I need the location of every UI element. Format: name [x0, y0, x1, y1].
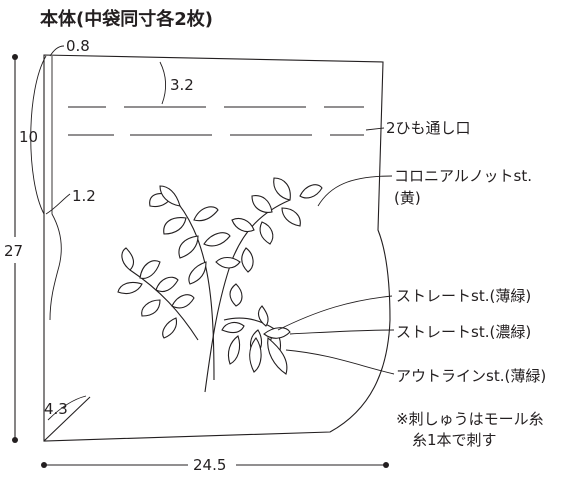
leader-outline [285, 349, 395, 375]
left-stem [171, 195, 215, 381]
dim-10: 10 [19, 128, 38, 146]
note-line-1: ※刺しゅうはモール糸 [396, 410, 544, 428]
label-colonial-knot: コロニアルノットst. [394, 167, 532, 185]
dim-27: 27 [4, 242, 23, 260]
note-line-2: 糸1本で刺す [412, 431, 497, 449]
leaf [193, 206, 219, 222]
leaf [231, 217, 255, 233]
dim-0-8: 0.8 [66, 37, 90, 55]
leaf [257, 305, 269, 327]
leaf [215, 256, 241, 269]
leaf [241, 247, 254, 273]
leaf [229, 283, 243, 307]
dim-dot-27-top [12, 54, 18, 60]
leader-straight-dark [289, 329, 395, 335]
lower-left-stem [129, 269, 199, 341]
leaf [251, 195, 273, 213]
leaf [203, 232, 231, 247]
embroidery-plant [117, 177, 323, 393]
leaf [273, 177, 291, 201]
leaf [163, 217, 187, 235]
leaf [178, 235, 199, 259]
corner-gusset-line [43, 396, 91, 442]
leaf [141, 299, 161, 317]
bag-outline [43, 54, 391, 442]
label-colonial-knot-color: (黄) [394, 189, 421, 207]
leaf [267, 336, 288, 375]
drawstring-channel [68, 106, 364, 136]
dim-arc-1-2 [45, 193, 71, 215]
dim-dot-24-5-left [41, 462, 47, 468]
dim-dot-27-bottom [12, 437, 18, 443]
label-drawstring-opening: 2ひも通し口 [386, 119, 471, 137]
dim-arc-10 [30, 55, 47, 215]
diagram-title: 本体(中袋同寸各2枚) [40, 8, 213, 30]
label-straight-light-green: ストレートst.(薄緑) [396, 287, 531, 305]
leaf [121, 247, 135, 271]
label-outline-light-green: アウトラインst.(薄緑) [396, 367, 546, 385]
leader-colonial-knot [317, 175, 393, 207]
dim-arc-0-8 [49, 45, 65, 57]
leaf [159, 185, 181, 207]
dim-dot-24-5-right [383, 462, 389, 468]
fold-line [49, 56, 62, 321]
dim-3-2: 3.2 [170, 76, 194, 94]
dim-24-5: 24.5 [193, 456, 226, 474]
leaf [155, 276, 179, 293]
leaf [249, 337, 262, 373]
leaf [281, 207, 301, 227]
leaf [263, 327, 291, 339]
leaf [259, 221, 274, 245]
dim-arc-3-2 [159, 61, 167, 105]
dim-1-2: 1.2 [72, 187, 96, 205]
leaf [227, 335, 241, 365]
leader-straight-light [277, 295, 393, 331]
leaf [221, 321, 245, 334]
dim-arc-4-3 [47, 395, 87, 421]
dim-4-3: 4.3 [44, 400, 68, 418]
leaf [117, 281, 143, 295]
lower-right-stem [223, 317, 277, 331]
leaf [299, 184, 323, 199]
leaf [139, 260, 161, 279]
leader-drawstring [365, 127, 385, 131]
leaf [162, 317, 178, 339]
leaf [171, 294, 195, 309]
label-straight-dark-green: ストレートst.(濃緑) [396, 323, 531, 341]
leaf [188, 261, 207, 285]
